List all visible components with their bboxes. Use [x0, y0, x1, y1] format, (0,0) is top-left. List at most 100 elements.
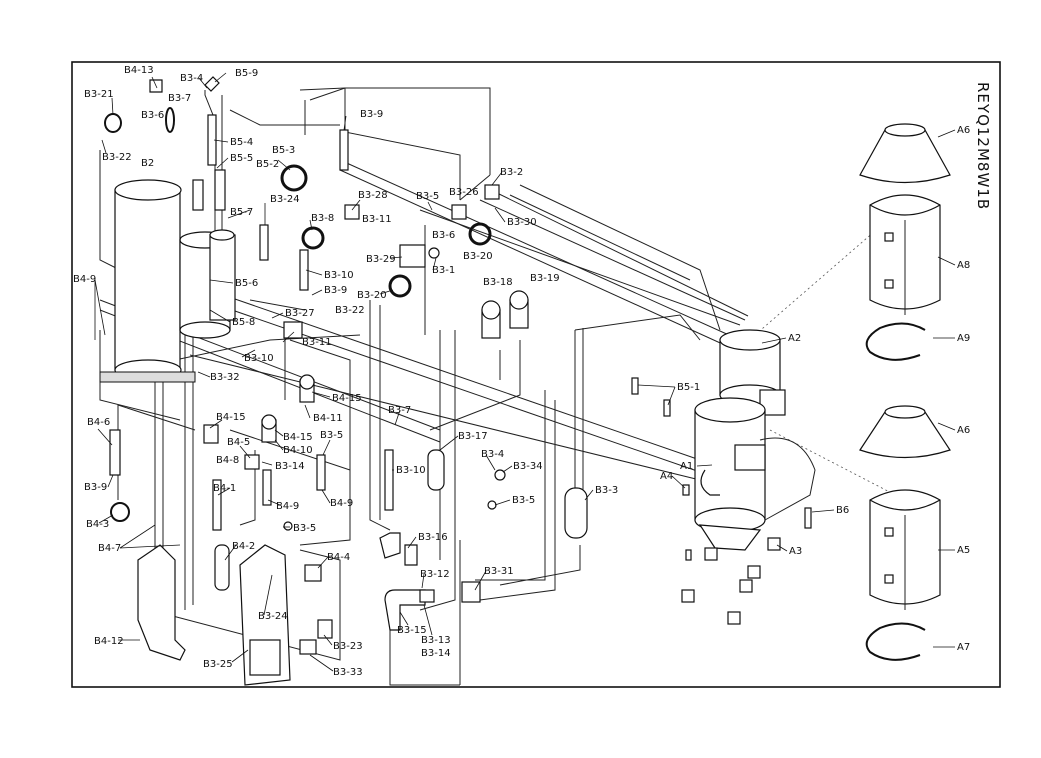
label-b5-2: B5-2: [256, 159, 279, 170]
label-b4-5: B4-5: [227, 437, 250, 448]
label-b3-3: B3-3: [595, 485, 618, 496]
label-b3-24-b: B3-24: [258, 611, 288, 622]
label-b4-3: B4-3: [86, 519, 109, 530]
label-a1: A1: [680, 461, 693, 472]
part-labels: B4-13 B3-4 B5-9 B3-21 B3-7 B3-6 B3-22 B2…: [73, 65, 970, 678]
label-b3-4-b: B3-4: [481, 449, 504, 460]
label-b3-23: B3-23: [333, 641, 363, 652]
leader-lines: [94, 72, 956, 672]
clamp-ring-a7: [865, 622, 926, 661]
label-b4-4: B4-4: [327, 552, 350, 563]
coil-rings: [104, 107, 492, 522]
label-b3-5-b: B3-5: [320, 430, 343, 441]
label-b3-28: B3-28: [358, 190, 388, 201]
label-b3-12: B3-12: [420, 569, 450, 580]
label-b4-6: B4-6: [87, 417, 110, 428]
label-b3-10-c: B3-10: [396, 465, 426, 476]
label-b3-4: B3-4: [180, 73, 203, 84]
label-b3-1: B3-1: [432, 265, 455, 276]
label-b3-8: B3-8: [311, 213, 334, 224]
label-b4-10: B4-10: [283, 445, 313, 456]
label-b4-8: B4-8: [216, 455, 239, 466]
label-b3-9: B3-9: [360, 109, 383, 120]
solenoid-valves: [203, 184, 529, 470]
label-b3-15: B3-15: [397, 625, 427, 636]
label-b4-1: B4-1: [213, 483, 236, 494]
label-b3-9-b: B3-9: [324, 285, 347, 296]
label-b4-9-b: B4-9: [276, 501, 299, 512]
label-b3-20-b: B3-20: [357, 290, 387, 301]
label-b3-26: B3-26: [449, 187, 479, 198]
compressor-a2: [719, 329, 786, 416]
label-b3-6-b: B3-6: [432, 230, 455, 241]
label-b3-19: B3-19: [530, 273, 560, 284]
label-b3-5: B3-5: [416, 191, 439, 202]
accumulator-b2: [99, 179, 196, 383]
label-b2: B2: [141, 158, 154, 169]
label-b3-5-c: B3-5: [293, 523, 316, 534]
label-b5-4: B5-4: [230, 137, 253, 148]
diagram-frame: [71, 61, 1001, 688]
label-b3-31: B3-31: [484, 566, 514, 577]
label-b4-13: B4-13: [124, 65, 154, 76]
label-b3-14: B3-14: [275, 461, 305, 472]
filter-b3-3: [564, 487, 588, 539]
label-b5-7: B5-7: [230, 207, 253, 218]
label-b3-20: B3-20: [463, 251, 493, 262]
label-b3-10: B3-10: [324, 270, 354, 281]
label-b3-5-d: B3-5: [512, 495, 535, 506]
label-b3-34: B3-34: [513, 461, 543, 472]
label-b4-7: B4-7: [98, 543, 121, 554]
label-b4-9-c: B4-9: [330, 498, 353, 509]
label-b5-8: B5-8: [232, 317, 255, 328]
receiver-tank: [179, 229, 236, 339]
label-b5-1: B5-1: [677, 382, 700, 393]
label-a8: A8: [957, 260, 970, 271]
label-b3-32: B3-32: [210, 372, 240, 383]
label-b3-18: B3-18: [483, 277, 513, 288]
label-a3: A3: [789, 546, 802, 557]
insulation-jacket-a8: [869, 194, 941, 315]
label-b4-2: B4-2: [232, 541, 255, 552]
label-a9: A9: [957, 333, 970, 344]
label-b4-11: B4-11: [313, 413, 343, 424]
label-b3-17: B3-17: [458, 431, 488, 442]
bracket-b4-12: [137, 544, 186, 661]
insulation-jacket-a5: [869, 489, 941, 610]
small-cylinders: [109, 114, 445, 591]
label-b4-15-c: B4-15: [283, 432, 313, 443]
bracket-b3-25: [239, 544, 291, 686]
label-a5: A5: [957, 545, 970, 556]
label-b3-33: B3-33: [333, 667, 363, 678]
grommets: [631, 377, 812, 625]
label-b3-13: B3-13: [421, 635, 451, 646]
fittings-misc: [149, 76, 506, 655]
label-b4-15-b: B4-15: [216, 412, 246, 423]
label-b6: B6: [836, 505, 849, 516]
label-a2: A2: [788, 333, 801, 344]
label-a6-bottom: A6: [957, 425, 970, 436]
label-b5-9: B5-9: [235, 68, 258, 79]
label-b5-6: B5-6: [235, 278, 258, 289]
label-b3-27: B3-27: [285, 308, 315, 319]
label-b3-29: B3-29: [366, 254, 396, 265]
label-b3-9-c: B3-9: [84, 482, 107, 493]
label-a6-top: A6: [957, 125, 970, 136]
label-a4: A4: [660, 471, 673, 482]
label-b3-25: B3-25: [203, 659, 233, 670]
label-b3-11-b: B3-11: [302, 337, 332, 348]
model-code: REYQ12M8W1B: [974, 82, 992, 210]
label-b3-30: B3-30: [507, 217, 537, 228]
label-b5-5: B5-5: [230, 153, 253, 164]
label-b4-12: B4-12: [94, 636, 124, 647]
label-b3-22: B3-22: [102, 152, 132, 163]
label-b3-7-b: B3-7: [388, 405, 411, 416]
label-b3-11: B3-11: [362, 214, 392, 225]
label-b3-22-b: B3-22: [335, 305, 365, 316]
compressor-a1: [694, 397, 816, 551]
clamp-ring-a9: [865, 322, 926, 361]
label-b4-9: B4-9: [73, 274, 96, 285]
label-b3-24: B3-24: [270, 194, 300, 205]
